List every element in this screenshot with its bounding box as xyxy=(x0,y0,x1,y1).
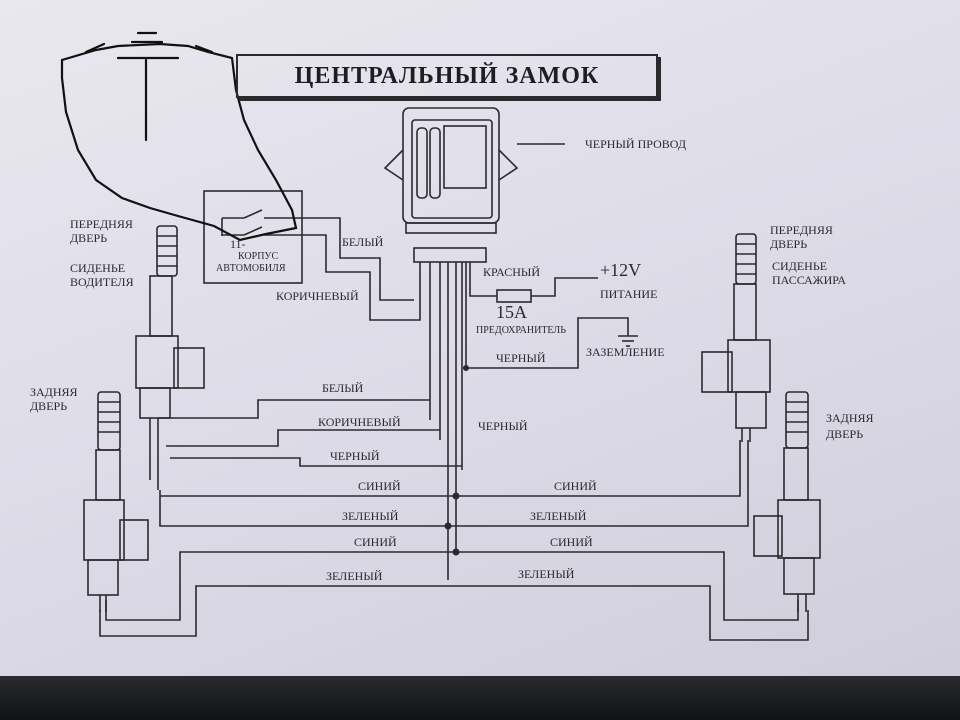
label-driver-seat-2: ВОДИТЕЛЯ xyxy=(70,275,134,289)
label-green-right-1: ЗЕЛЕНЫЙ xyxy=(530,509,587,523)
brown-wire-top xyxy=(300,234,421,321)
hand-drawn-marker-antenna xyxy=(60,31,298,242)
label-power: ПИТАНИЕ xyxy=(600,287,658,301)
blue-wire-right-1 xyxy=(456,440,741,497)
green-wire-right-1 xyxy=(448,440,749,527)
label-car-body-2: АВТОМОБИЛЯ xyxy=(216,263,286,274)
red-wire xyxy=(469,262,497,297)
white-wire-left xyxy=(158,399,430,419)
label-rear-door-left-2: ДВЕРЬ xyxy=(30,399,68,413)
label-rear-door-left-1: ЗАДНЯЯ xyxy=(30,385,78,399)
label-front-door-left-2: ДВЕРЬ xyxy=(70,231,108,245)
ground-wire xyxy=(465,262,629,369)
label-brown-top: КОРИЧНЕВЫЙ xyxy=(276,289,359,303)
label-passenger-seat-1: СИДЕНЬЕ xyxy=(772,259,828,273)
paper-sheet xyxy=(0,0,960,700)
label-green-left-1: ЗЕЛЕНЫЙ xyxy=(342,509,399,523)
label-front-door-left-1: ПЕРЕДНЯЯ xyxy=(70,217,133,231)
label-front-door-right-1: ПЕРЕДНЯЯ xyxy=(770,223,833,237)
label-switch-sign: 11- xyxy=(230,237,246,251)
label-white-top: БЕЛЫЙ xyxy=(342,235,384,249)
ground-symbol xyxy=(618,335,638,347)
title-box: ЦЕНТРАЛЬНЫЙ ЗАМОК xyxy=(236,54,658,98)
desk-background xyxy=(0,676,960,720)
label-passenger-seat-2: ПАССАЖИРА xyxy=(772,273,847,287)
label-black-center: ЧЕРНЫЙ xyxy=(478,419,528,433)
diagram-title: ЦЕНТРАЛЬНЫЙ ЗАМОК xyxy=(294,63,600,89)
blue-wire-left-2 xyxy=(105,551,456,621)
label-red: КРАСНЫЙ xyxy=(483,265,541,279)
actuator-rear-right xyxy=(753,391,821,612)
label-black-wire-top: ЧЕРНЫЙ ПРОВОД xyxy=(585,137,687,151)
label-brown-left: КОРИЧНЕВЫЙ xyxy=(318,415,401,429)
black-wire-left xyxy=(170,457,462,467)
actuator-front-right xyxy=(701,233,771,442)
label-blue-left-1: СИНИЙ xyxy=(358,479,401,493)
junction-dots xyxy=(444,365,469,556)
actuator-rear-left xyxy=(83,391,149,612)
green-wire-right-2 xyxy=(448,585,809,641)
fuse xyxy=(496,289,532,303)
label-white-left: БЕЛЫЙ xyxy=(322,381,364,395)
control-unit xyxy=(383,107,519,263)
label-green-right-2: ЗЕЛЕНЫЙ xyxy=(518,567,575,581)
green-wire-left-1 xyxy=(159,490,448,527)
label-rear-door-right-2: ДВЕРЬ xyxy=(826,427,864,441)
green-wire-left-2 xyxy=(99,585,448,637)
blue-wire-right-2 xyxy=(456,551,799,621)
label-rear-door-right-1: ЗАДНЯЯ xyxy=(826,411,874,425)
label-blue-left-2: СИНИЙ xyxy=(354,535,397,549)
label-front-door-right-2: ДВЕРЬ xyxy=(770,237,808,251)
power-wire xyxy=(531,277,598,297)
label-fuse: ПРЕДОХРАНИТЕЛЬ xyxy=(476,325,566,336)
label-green-left-2: ЗЕЛЕНЫЙ xyxy=(326,569,383,583)
label-blue-right-1: СИНИЙ xyxy=(554,479,597,493)
label-fuse-amp: 15A xyxy=(496,302,527,322)
actuator-front-left xyxy=(135,225,205,490)
label-driver-seat-1: СИДЕНЬЕ xyxy=(70,261,126,275)
label-ground: ЗАЗЕМЛЕНИЕ xyxy=(586,345,665,359)
label-blue-right-2: СИНИЙ xyxy=(550,535,593,549)
label-black-left: ЧЕРНЫЙ xyxy=(330,449,380,463)
label-voltage: +12V xyxy=(600,260,642,280)
label-car-body-1: КОРПУС xyxy=(238,251,279,262)
white-wire-top xyxy=(300,217,414,301)
label-black-mid: ЧЕРНЫЙ xyxy=(496,351,546,365)
brown-wire-left xyxy=(166,429,440,447)
